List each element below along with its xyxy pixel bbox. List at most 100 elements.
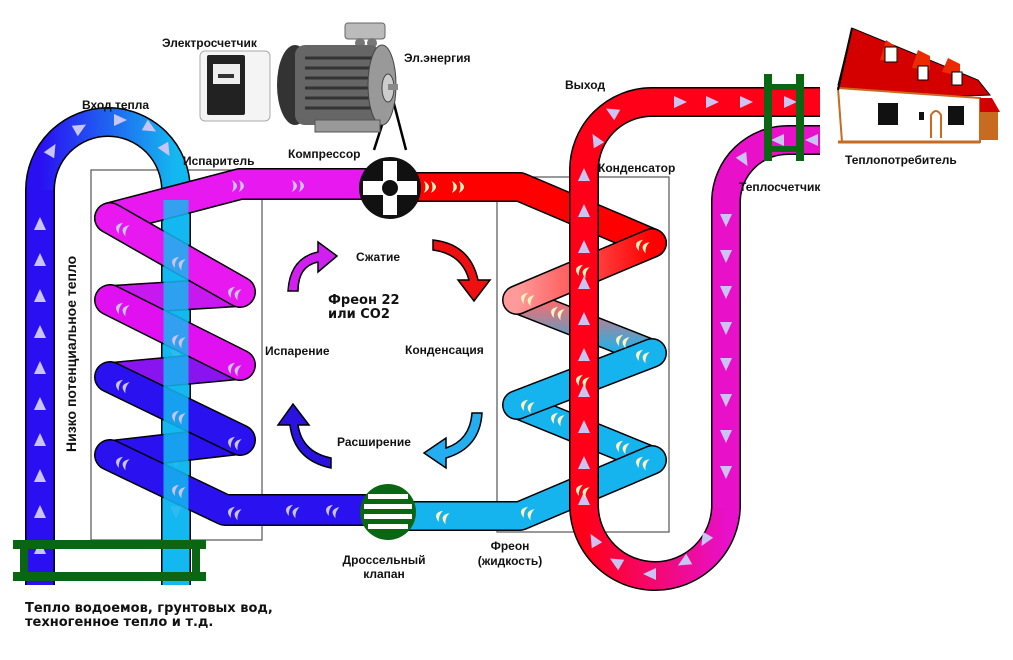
- house-image: [836, 27, 1000, 144]
- flow-arrow-icon: [592, 133, 605, 149]
- flow-arrow-icon: [674, 96, 687, 108]
- flow-arrow-icon: [34, 289, 46, 302]
- refrigerant-flow-icon: [424, 181, 436, 193]
- refrigerant-flow-icon: [576, 484, 590, 499]
- refrigerant-flow-icon: [292, 180, 304, 192]
- flow-arrow-icon: [701, 531, 714, 547]
- flow-arrow-icon: [805, 134, 818, 146]
- refrigerant-flow-icon: [452, 181, 464, 193]
- flow-arrow-icon: [677, 553, 693, 566]
- flow-arrow-icon: [609, 558, 625, 571]
- refrigerant-flow-icon: [551, 306, 565, 321]
- flow-arrow-icon: [34, 361, 46, 374]
- refrigerant-flow-icon: [172, 484, 186, 499]
- flow-arrow-icon: [578, 168, 590, 181]
- refrigerant-flow-icon: [116, 222, 130, 237]
- flow-arrow-icon: [578, 492, 590, 505]
- flow-arrow-icon: [720, 322, 732, 335]
- flow-arrow-icon: [578, 456, 590, 469]
- electric-meter-label: Электросчетчик: [162, 36, 258, 50]
- flow-arrow-icon: [720, 250, 732, 263]
- heat-meter: [764, 74, 804, 161]
- flow-arrow-icon: [34, 253, 46, 266]
- refrigerant-flow-icon: [172, 256, 186, 271]
- evaporation-arrow: [276, 402, 332, 469]
- condensation-arrow: [432, 239, 492, 303]
- expansion-arrow: [422, 412, 483, 470]
- compression-arrow: [287, 240, 339, 292]
- heating-flow-markers: [578, 96, 818, 580]
- flow-arrow-icon: [706, 96, 719, 108]
- refrigerant-flow-icon: [172, 410, 186, 425]
- electric-energy-label: Эл.энергия: [404, 51, 470, 65]
- refrigerant-label-line1: Фреон 22: [328, 293, 400, 308]
- flow-arrow-icon: [578, 312, 590, 325]
- flow-arrow-icon: [34, 397, 46, 410]
- throttle-valve-label-line1: Дроссельный: [343, 553, 426, 567]
- flow-arrow-icon: [720, 466, 732, 479]
- refrigerant-flow-icon: [286, 504, 300, 519]
- flow-arrow-icon: [578, 384, 590, 397]
- refrigerant-flow-icon: [228, 286, 242, 301]
- flow-arrow-icon: [720, 214, 732, 227]
- refrigerant-flow-icon: [551, 412, 565, 427]
- flow-arrow-icon: [720, 358, 732, 371]
- refrigerant-flow-icon: [636, 456, 650, 471]
- flow-arrow-icon: [578, 276, 590, 289]
- condenser-label: Конденсатор: [598, 161, 675, 175]
- flow-arrow-icon: [605, 108, 621, 121]
- flow-arrow-icon: [578, 240, 590, 253]
- throttle-valve-label-line2: клапан: [363, 567, 405, 581]
- refrigerant-flow-icon: [636, 239, 650, 254]
- refrigerant-flow-icon: [228, 362, 242, 377]
- expansion-label: Расширение: [337, 435, 411, 449]
- refrigerant-label-line2: или СО2: [328, 307, 390, 322]
- refrigerant-flow-icon: [232, 180, 244, 192]
- flow-arrow-icon: [34, 433, 46, 446]
- refrigerant-flow-icon: [576, 374, 590, 389]
- liquid-freon-label-line1: Фреон: [491, 539, 530, 553]
- flow-arrow-icon: [740, 96, 753, 108]
- flow-arrow-icon: [71, 124, 87, 137]
- flow-arrow-icon: [34, 217, 46, 230]
- refrigerant-flow-icon: [172, 334, 186, 349]
- evaporator-flow-markers: [116, 180, 340, 521]
- source-heat-meter: [13, 540, 206, 581]
- flow-arrow-icon: [720, 286, 732, 299]
- flow-arrow-icon: [157, 141, 170, 157]
- refrigerant-flow-icon: [521, 399, 535, 414]
- flow-arrow-icon: [578, 348, 590, 361]
- refrigerant-flow-icon: [616, 334, 630, 349]
- refrigerant-flow-icon: [228, 436, 242, 451]
- heat-input-label: Вход тепла: [82, 98, 149, 112]
- heat-consumer-label: Теплопотребитель: [845, 153, 957, 167]
- flow-arrow-icon: [784, 96, 797, 108]
- flow-arrow-icon: [34, 325, 46, 338]
- flow-arrow-icon: [590, 533, 603, 549]
- evaporation-label: Испарение: [265, 344, 330, 358]
- refrigerant-flow-icon: [116, 379, 130, 394]
- flow-arrow-icon: [578, 420, 590, 433]
- heat-source-label-line2: техногенное тепло и т.д.: [25, 615, 213, 630]
- compression-label: Сжатие: [356, 250, 400, 264]
- refrigerant-flow-icon: [228, 506, 242, 521]
- liquid-freon-label-line2: (жидкость): [478, 554, 542, 568]
- condenser-flow-markers: [424, 181, 650, 525]
- flow-arrow-icon: [720, 394, 732, 407]
- condensation-label: Конденсация: [405, 343, 484, 357]
- refrigerant-flow-icon: [326, 504, 340, 519]
- flow-arrow-icon: [34, 469, 46, 482]
- output-label: Выход: [565, 78, 605, 92]
- refrigerant-flow-icon: [616, 440, 630, 455]
- flow-arrow-icon: [643, 568, 656, 580]
- refrigerant-flow-icon: [116, 302, 130, 317]
- flow-arrow-icon: [141, 119, 157, 132]
- compressor-symbol: [359, 99, 421, 219]
- refrigerant-flow-icon: [116, 456, 130, 471]
- electric-motor-image: [277, 22, 398, 133]
- electric-meter-image: [199, 50, 271, 122]
- flow-arrow-icon: [114, 114, 127, 126]
- compressor-label: Компрессор: [288, 147, 360, 161]
- refrigerant-flow-icon: [521, 292, 535, 307]
